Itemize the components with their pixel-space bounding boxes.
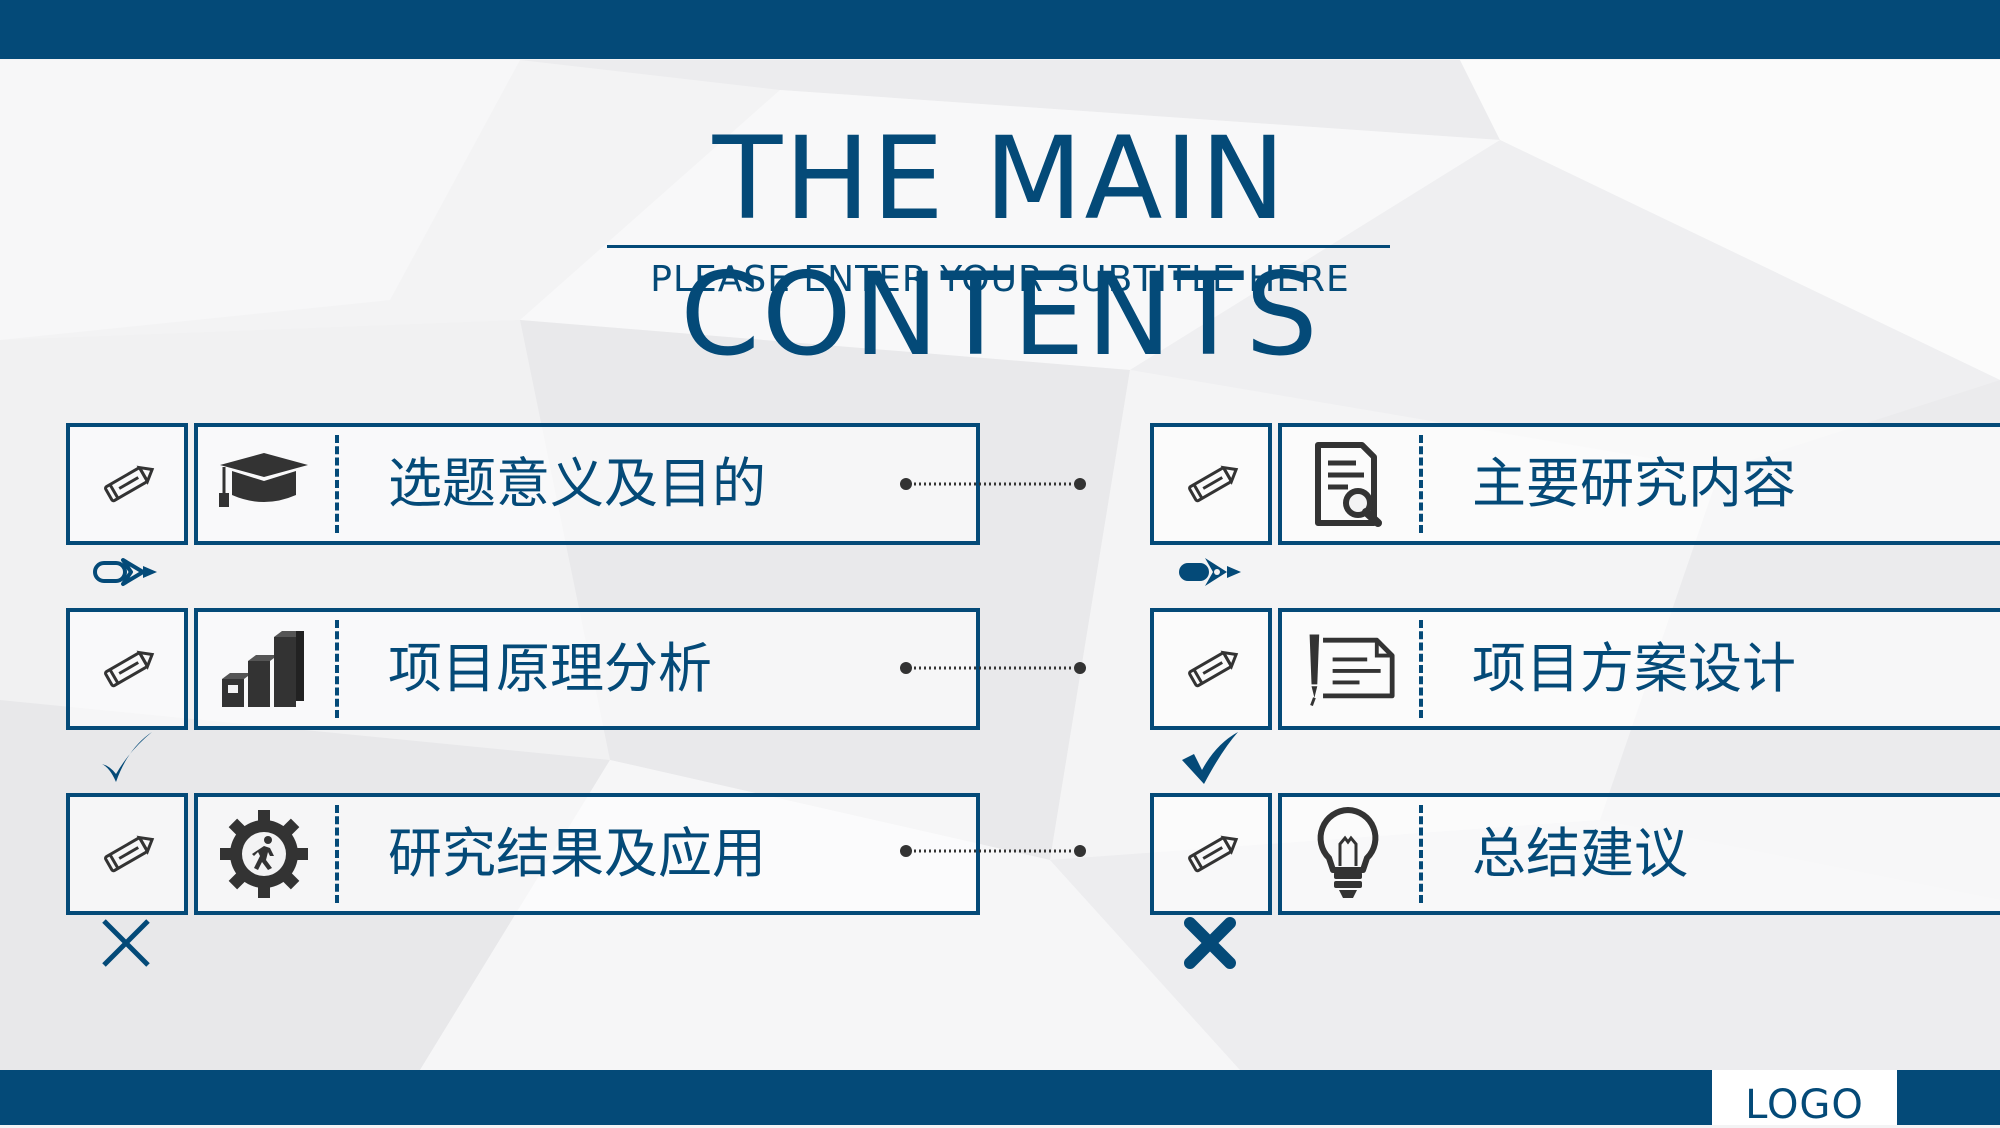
item-label: 项目方案设计 [1472, 637, 1796, 700]
checkmark-thin-icon [90, 728, 162, 788]
pencil-icon [104, 835, 155, 873]
checkmark-bold-icon [1174, 728, 1246, 788]
pencil-box [1150, 423, 1272, 545]
logo-box: LOGO [1712, 1070, 1897, 1125]
item-divider [1419, 435, 1423, 533]
gear-person-icon [216, 810, 312, 898]
pencil-icon [1188, 835, 1239, 873]
dotted-connector [900, 478, 1086, 490]
item-box[interactable]: 选题意义及目的 [194, 423, 980, 545]
item-divider [335, 435, 339, 533]
pencil-icon [104, 650, 155, 688]
item-divider [335, 805, 339, 903]
title-line-1: THE MAIN [712, 112, 1288, 245]
graduation-cap-icon [216, 443, 312, 525]
top-bar [0, 0, 2000, 59]
item-box[interactable]: 总结建议 [1278, 793, 2000, 915]
item-label: 研究结果及应用 [388, 822, 766, 885]
pencil-box [1150, 608, 1272, 730]
dotted-connector [900, 845, 1086, 857]
pencil-box [66, 608, 188, 730]
pencil-box [1150, 793, 1272, 915]
cross-thin-icon [90, 913, 162, 973]
item-label: 选题意义及目的 [388, 452, 766, 515]
pen-nib-solid-icon [1174, 543, 1246, 603]
pencil-icon [1188, 465, 1239, 503]
item-divider [335, 620, 339, 718]
item-label: 主要研究内容 [1472, 452, 1796, 515]
logo-text: LOGO [1745, 1082, 1864, 1128]
subtitle: PLEASE ENTER YOUR SUBTITLE HERE [650, 259, 1350, 300]
pen-document-icon [1300, 628, 1396, 710]
bottom-bar [0, 1070, 2000, 1125]
item-label: 总结建议 [1472, 822, 1688, 885]
lightbulb-icon [1300, 807, 1396, 898]
title-line-2: CONTENTS [680, 248, 1320, 381]
pencil-icon [104, 465, 155, 503]
title-rule [607, 245, 1390, 248]
item-box[interactable]: 项目方案设计 [1278, 608, 2000, 730]
pencil-box [66, 423, 188, 545]
pen-nib-outline-icon [90, 543, 162, 603]
item-box[interactable]: 研究结果及应用 [194, 793, 980, 915]
item-label: 项目原理分析 [388, 637, 712, 700]
item-box[interactable]: 项目原理分析 [194, 608, 980, 730]
document-search-icon [1300, 442, 1396, 527]
pencil-box [66, 793, 188, 915]
cross-bold-icon [1174, 913, 1246, 973]
item-box[interactable]: 主要研究内容 [1278, 423, 2000, 545]
bar-chart-icon [216, 628, 312, 710]
item-divider [1419, 620, 1423, 718]
dotted-connector [900, 662, 1086, 674]
pencil-icon [1188, 650, 1239, 688]
item-divider [1419, 805, 1423, 903]
